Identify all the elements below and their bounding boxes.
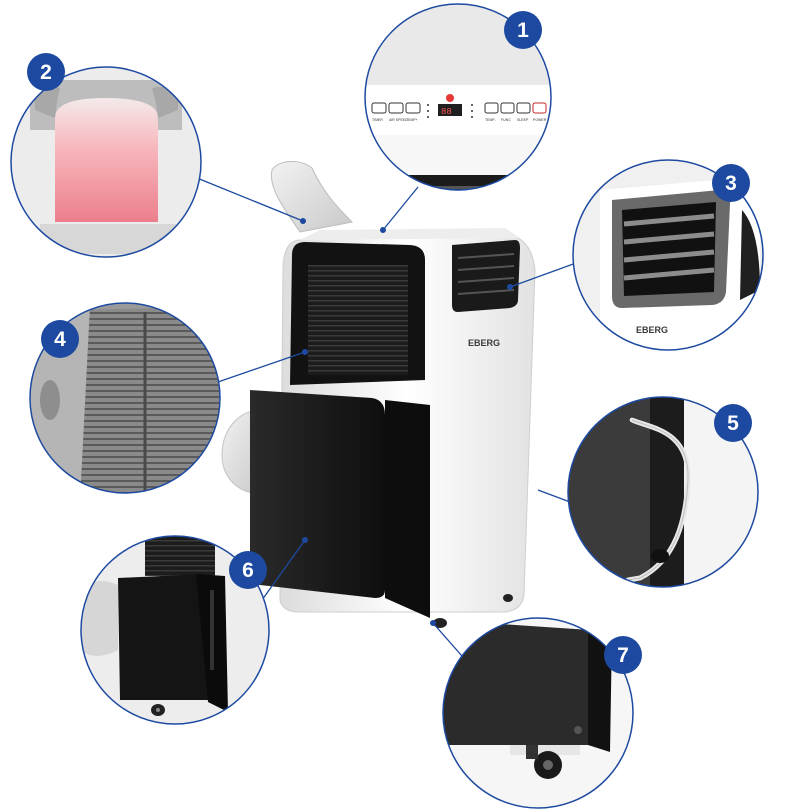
display-digits: 88	[441, 107, 452, 117]
exhaust-hose-top	[270, 161, 354, 233]
rear-grille	[308, 265, 408, 375]
badge-3-number: 3	[725, 172, 737, 195]
badge-2-number: 2	[40, 61, 52, 84]
callout-lines	[196, 177, 577, 657]
detail-caster-wheel	[442, 617, 634, 809]
badge-4-number: 4	[54, 328, 66, 351]
badge-4: 4	[41, 320, 79, 358]
front-air-vent	[452, 240, 520, 312]
badge-6: 6	[229, 551, 267, 589]
badge-3: 3	[712, 164, 750, 202]
panel-label-func: FUNC	[501, 118, 511, 122]
panel-label-temp-plus: TEMP+	[406, 118, 418, 122]
badge-7-number: 7	[617, 644, 629, 667]
detail-exhaust-adapter	[10, 66, 202, 258]
callout-dots	[300, 218, 513, 626]
panel-label-sleep: SLEEP	[517, 118, 529, 122]
badge-7: 7	[604, 636, 642, 674]
detail-drain-hose	[567, 396, 759, 588]
badge-1: 1	[504, 11, 542, 49]
air-conditioner-unit: EBERG	[221, 161, 536, 628]
power-indicator-light	[446, 94, 454, 102]
detail-air-louvers: EBERG	[572, 159, 764, 351]
badge-6-number: 6	[242, 559, 254, 582]
panel-label-power: POWER	[533, 118, 547, 122]
water-tank	[250, 390, 385, 598]
display-screen	[438, 104, 462, 116]
badge-1-number: 1	[517, 19, 529, 42]
badge-2: 2	[27, 53, 65, 91]
panel-label-air-speed: AIR SPEED	[389, 118, 408, 122]
badge-5: 5	[714, 404, 752, 442]
brand-label-detail: EBERG	[636, 325, 668, 335]
badge-5-number: 5	[727, 412, 739, 435]
panel-label-temp-minus: TEMP-	[485, 118, 497, 122]
panel-label-timer: TIMER	[372, 118, 383, 122]
brand-label: EBERG	[468, 338, 500, 348]
